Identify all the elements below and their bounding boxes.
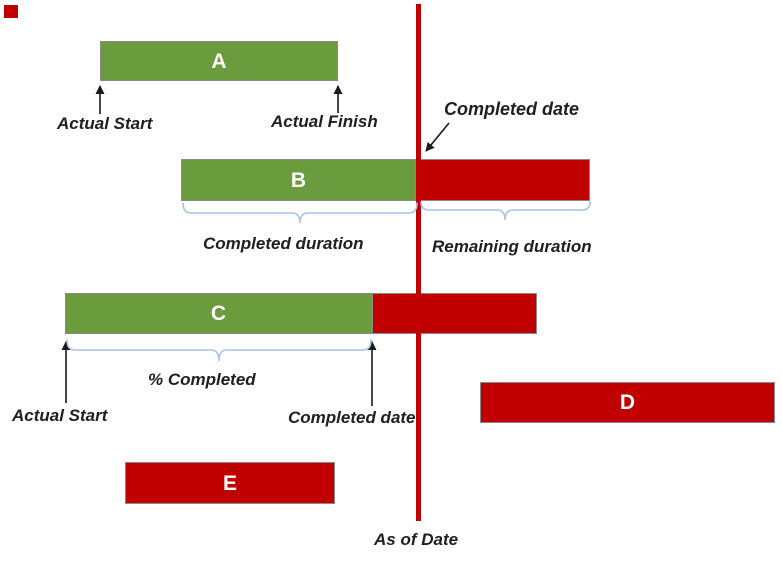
label-remaining-duration: Remaining duration xyxy=(432,237,592,256)
red-square-marker xyxy=(4,5,18,18)
bar-label: B xyxy=(290,168,307,192)
task-bar-a: A xyxy=(100,41,338,81)
label-as-of-date: As of Date xyxy=(374,530,459,549)
completed-segment: C xyxy=(65,293,372,334)
task-bar-d: D xyxy=(480,382,775,423)
task-bar-b: B xyxy=(181,159,590,201)
bar-label: E xyxy=(222,471,237,495)
task-bar-c: C xyxy=(65,293,537,334)
remaining-segment xyxy=(416,159,590,201)
remaining-segment xyxy=(372,293,537,334)
label-actual-start-a: Actual Start xyxy=(57,114,153,133)
remaining-segment: D xyxy=(480,382,775,423)
completed-segment: B xyxy=(181,159,416,201)
label-completed-duration: Completed duration xyxy=(203,234,364,253)
arrow-completed-date-b xyxy=(425,122,450,152)
brace-percent-completed xyxy=(66,339,372,362)
label-actual-start-c: Actual Start xyxy=(12,406,108,425)
task-bar-e: E xyxy=(125,462,335,504)
bar-label: D xyxy=(619,391,636,414)
remaining-segment: E xyxy=(125,462,335,504)
as-of-date-line xyxy=(416,4,421,521)
label-actual-finish-a: Actual Finish xyxy=(271,112,378,131)
bar-label: A xyxy=(211,49,227,73)
label-completed-date-c: Completed date xyxy=(288,408,416,427)
completed-segment: A xyxy=(100,41,338,81)
label-completed-date-b: Completed date xyxy=(444,99,580,119)
brace-completed-duration xyxy=(182,202,418,224)
bar-label: C xyxy=(210,302,227,325)
brace-remaining-duration xyxy=(420,201,591,221)
label-percent-completed: % Completed xyxy=(148,370,256,389)
